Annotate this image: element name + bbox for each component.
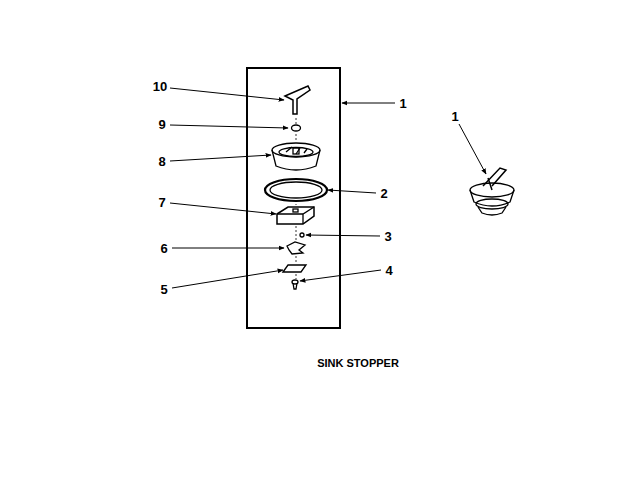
- kit-frame: [247, 68, 340, 328]
- callout-number: 4: [385, 264, 392, 277]
- leader-lines: [170, 88, 486, 288]
- callout-number: 6: [160, 242, 167, 255]
- stopper-plate: [277, 207, 314, 224]
- caption: SINK STOPPER: [317, 358, 399, 369]
- pin: [300, 233, 304, 237]
- clip: [287, 242, 305, 254]
- callout-number: 5: [160, 283, 167, 296]
- callout-number: 10: [153, 80, 167, 93]
- gasket-ring: [265, 179, 327, 201]
- lever: [285, 86, 310, 114]
- screw: [292, 280, 298, 289]
- assembled-stopper: [470, 168, 514, 215]
- assembly-axis: [296, 118, 297, 279]
- callout-number: 7: [158, 196, 165, 209]
- washer: [292, 125, 301, 131]
- callout-number: 8: [158, 155, 165, 168]
- callout-number: 3: [384, 230, 391, 243]
- callout-number: 1: [451, 110, 458, 123]
- callout-number: 1: [399, 97, 406, 110]
- callout-number: 9: [158, 118, 165, 131]
- spring-strip: [283, 265, 306, 272]
- stopper-body: [272, 143, 320, 170]
- callout-number: 2: [380, 187, 387, 200]
